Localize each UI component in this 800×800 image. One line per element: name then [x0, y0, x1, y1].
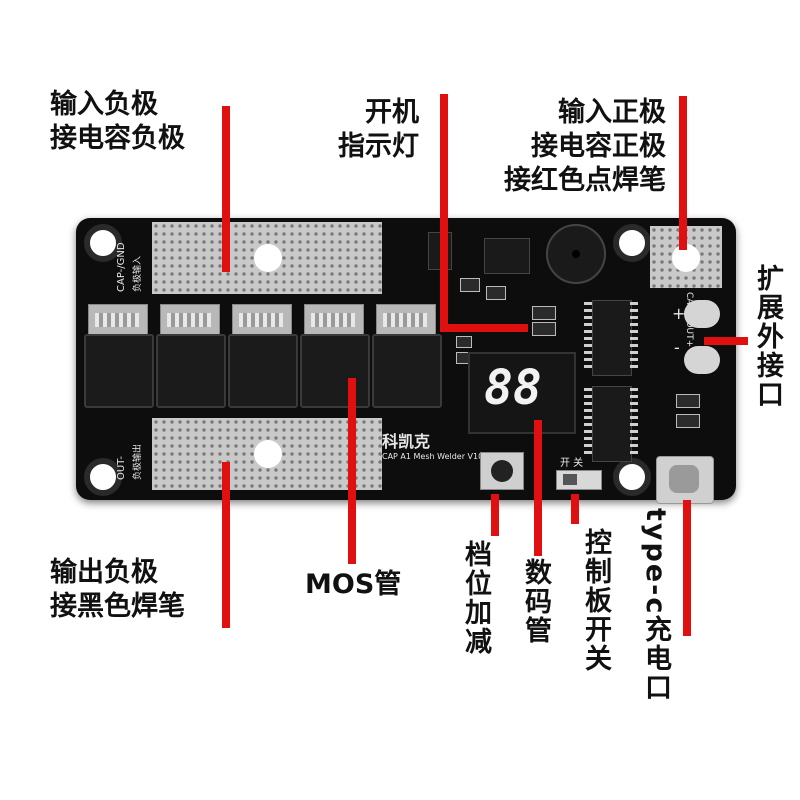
- input-negative-pad: [152, 222, 382, 294]
- pad-top-subtext: 负极输入: [133, 255, 143, 292]
- minus-mark: -: [674, 338, 680, 357]
- input-positive-label: 输入正极 接电容正极 接红色点焊笔: [480, 96, 666, 198]
- smd-component: [460, 278, 480, 292]
- input-negative-pointer: [222, 106, 230, 272]
- typec-charge-pointer: [683, 500, 691, 636]
- power-indicator-led: [532, 306, 556, 320]
- output-negative-line1: 输出负极: [50, 557, 158, 588]
- pad-hole: [254, 440, 282, 468]
- control-switch-label: 控制板开关: [580, 528, 611, 673]
- buzzer: [546, 224, 606, 284]
- mount-hole: [613, 224, 651, 262]
- power-indicator-line1: 开机: [365, 97, 419, 128]
- output-negative-pad: [152, 418, 382, 490]
- digital-tube-label: 数码管: [520, 558, 551, 645]
- expansion-pad-negative: [684, 346, 720, 374]
- input-negative-line2: 接电容负极: [50, 123, 185, 154]
- pad-bottom-text: OUT-: [116, 456, 127, 480]
- input-positive-line3: 接红色点焊笔: [504, 165, 666, 196]
- power-indicator-line2: 指示灯: [338, 131, 419, 162]
- input-positive-line2: 接电容正极: [531, 131, 666, 162]
- switch-silkscreen: 开 关: [560, 458, 584, 469]
- control-switch-pointer: [571, 494, 579, 524]
- expansion-pad-positive: [684, 300, 720, 328]
- mount-hole: [613, 458, 651, 496]
- pad-hole: [254, 244, 282, 272]
- input-positive-line1: 输入正极: [558, 97, 666, 128]
- mount-hole: [84, 458, 122, 496]
- seven-segment-display: 88: [468, 352, 576, 434]
- gear-adjust-button[interactable]: [480, 452, 524, 490]
- gear-adjust-pointer: [491, 494, 499, 536]
- power-indicator-pointer-v: [440, 94, 448, 332]
- control-board-switch[interactable]: [556, 470, 602, 490]
- smd-component: [676, 394, 700, 408]
- expansion-port-label: 扩展外接口: [752, 264, 783, 409]
- gear-adjust-label: 档位加减: [460, 540, 491, 656]
- input-negative-line1: 输入负极: [50, 89, 158, 120]
- smd-component: [532, 322, 556, 336]
- expansion-port-pointer: [704, 337, 748, 345]
- input-positive-pointer: [679, 96, 687, 250]
- plus-mark: +: [672, 304, 686, 323]
- display-digits: 88: [484, 360, 542, 416]
- power-indicator-label: 开机 指示灯: [338, 96, 419, 164]
- regulator-chip: [484, 238, 530, 274]
- output-negative-line2: 接黑色焊笔: [50, 591, 185, 622]
- smd-component: [486, 286, 506, 300]
- pcb-board: CAP-/GND 负极输入 OUT- 负极输出 CAP+/OUT+ + - 88: [76, 218, 736, 504]
- driver-chip: [592, 386, 632, 462]
- output-negative-label: 输出负极 接黑色焊笔: [50, 556, 185, 624]
- typec-charge-label: type-c充电口: [640, 508, 671, 703]
- mount-hole: [84, 224, 122, 262]
- digital-tube-pointer: [534, 420, 542, 556]
- pad-top-text: CAP-/GND: [116, 242, 127, 292]
- typec-port[interactable]: [656, 456, 714, 504]
- pad-bottom-subtext: 负极输出: [133, 443, 143, 480]
- brand-silkscreen: 科凯克: [382, 432, 431, 451]
- smd-component: [456, 336, 472, 348]
- mos-tube-pointer: [348, 378, 356, 564]
- mos-tube-label: MOS管: [305, 569, 402, 600]
- microcontroller-chip: [592, 300, 632, 376]
- smd-component: [676, 414, 700, 428]
- input-negative-label: 输入负极 接电容负极: [50, 88, 185, 156]
- output-negative-pointer: [222, 462, 230, 628]
- power-indicator-pointer-h: [440, 324, 528, 332]
- model-silkscreen: CAP A1 Mesh Welder V10: [382, 452, 484, 461]
